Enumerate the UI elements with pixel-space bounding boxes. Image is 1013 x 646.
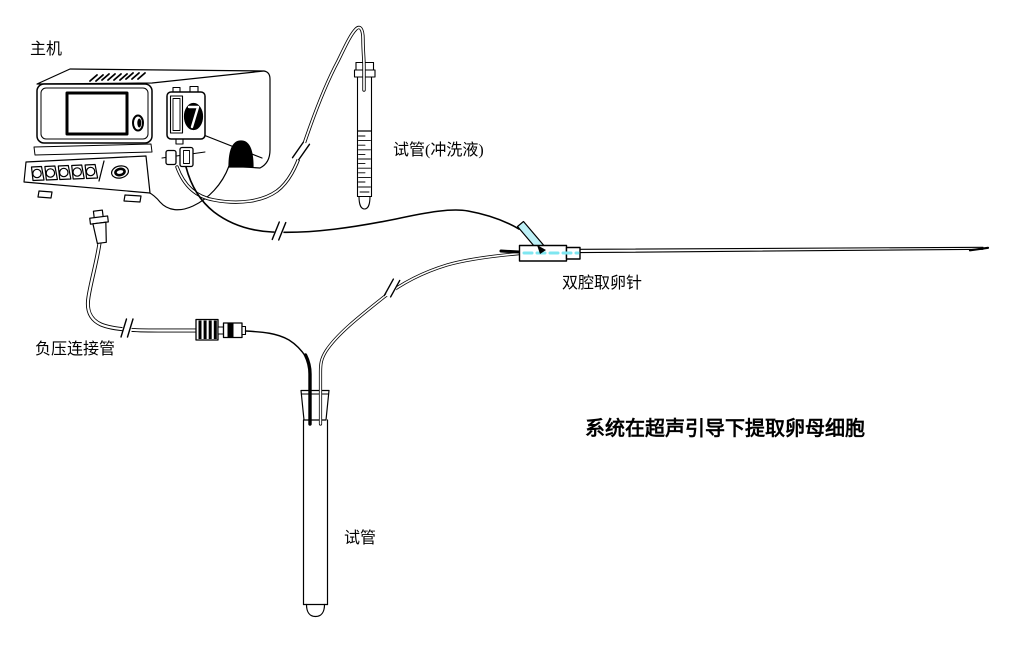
collection-tube-cap [300, 389, 330, 421]
flush-supply-tube [175, 25, 366, 204]
break-mark-delivery [271, 221, 287, 241]
speaker-cutout [228, 140, 254, 168]
panel-ledge [33, 143, 153, 156]
label-main-unit: 主机 [30, 41, 63, 58]
caption-text: 系统在超声引导下提取卵母细胞 [585, 416, 865, 440]
aspiration-tube [318, 251, 522, 426]
vacuum-inlet-tube [303, 353, 312, 426]
break-mark-aspiration [383, 278, 401, 298]
needle-tip [968, 246, 990, 252]
vacuum-line [85, 209, 312, 426]
needle-assembly [499, 220, 990, 262]
pump-cassette [166, 85, 206, 145]
foot-left [37, 190, 53, 199]
power-button [110, 165, 130, 179]
label-flush-tube: 试管(冲洗液) [393, 142, 484, 159]
hub-inlet-stub [499, 249, 521, 254]
main-unit-illustration [23, 68, 271, 211]
needle-shaft [579, 246, 984, 250]
body-bottom-curve [147, 165, 230, 211]
tube-clamps [161, 146, 206, 168]
right-face-edge [228, 70, 271, 169]
graduation-marks [357, 130, 372, 193]
label-needle: 双腔取卵针 [562, 275, 643, 292]
vacuum-luer-connector [89, 209, 109, 245]
control-knob-slot [137, 118, 142, 128]
foot-right [123, 194, 142, 203]
side-port-tip [537, 245, 546, 254]
break-mark-supply [291, 141, 311, 161]
deck-divider [98, 160, 105, 182]
front-panel-inner [40, 87, 149, 140]
flush-delivery-line [185, 166, 522, 234]
label-collection-tube: 试管 [344, 530, 377, 547]
break-mark-vacuum [120, 318, 134, 338]
display-screen [65, 91, 129, 136]
collection-test-tube [300, 389, 330, 618]
flush-test-tube [353, 61, 376, 210]
vent-grille [89, 72, 146, 82]
luer-lock-pair [195, 318, 247, 341]
label-vacuum-tube: 负压连接管 [35, 341, 116, 358]
top-face [36, 68, 265, 85]
control-buttons [30, 163, 99, 182]
